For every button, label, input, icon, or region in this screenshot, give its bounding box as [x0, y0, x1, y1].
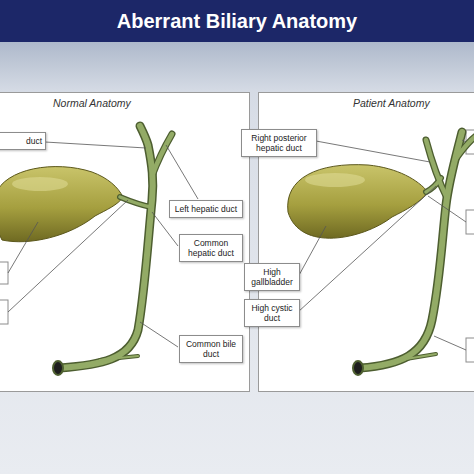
label-text: Left hepatic duct: [173, 204, 239, 214]
label-text: Common hepatic duct: [183, 238, 239, 258]
label-text: Common bile duct: [183, 339, 239, 359]
cut-label-box: [0, 300, 8, 324]
label-box: High gallbladder: [244, 263, 300, 291]
label-text: High cystic duct: [248, 303, 296, 323]
panel-heading: Patient Anatomy: [353, 97, 430, 109]
gallbladder-highlight: [305, 173, 365, 187]
cut-label-box: [466, 210, 474, 234]
label-text: Right posterior hepatic duct: [245, 133, 313, 153]
panel-heading: Normal Anatomy: [53, 97, 131, 109]
cut-label-box: [0, 262, 8, 284]
title-bar: Aberrant Biliary Anatomy: [0, 0, 474, 42]
gallbladder-highlight: [12, 177, 68, 191]
label-box: duct: [0, 132, 46, 150]
label-box: Common bile duct: [179, 335, 243, 363]
duct-opening: [353, 361, 363, 375]
label-box: Left hepatic duct: [169, 200, 243, 218]
label-text: High gallbladder: [248, 267, 296, 287]
label-box: Right posterior hepatic duct: [241, 129, 317, 157]
title-text: Aberrant Biliary Anatomy: [117, 10, 357, 33]
label-text: duct: [0, 136, 42, 146]
header-band: [0, 42, 474, 90]
duct-opening: [53, 361, 63, 375]
label-box: High cystic duct: [244, 299, 300, 327]
label-box: Common hepatic duct: [179, 234, 243, 262]
cut-label-box: [466, 338, 474, 362]
